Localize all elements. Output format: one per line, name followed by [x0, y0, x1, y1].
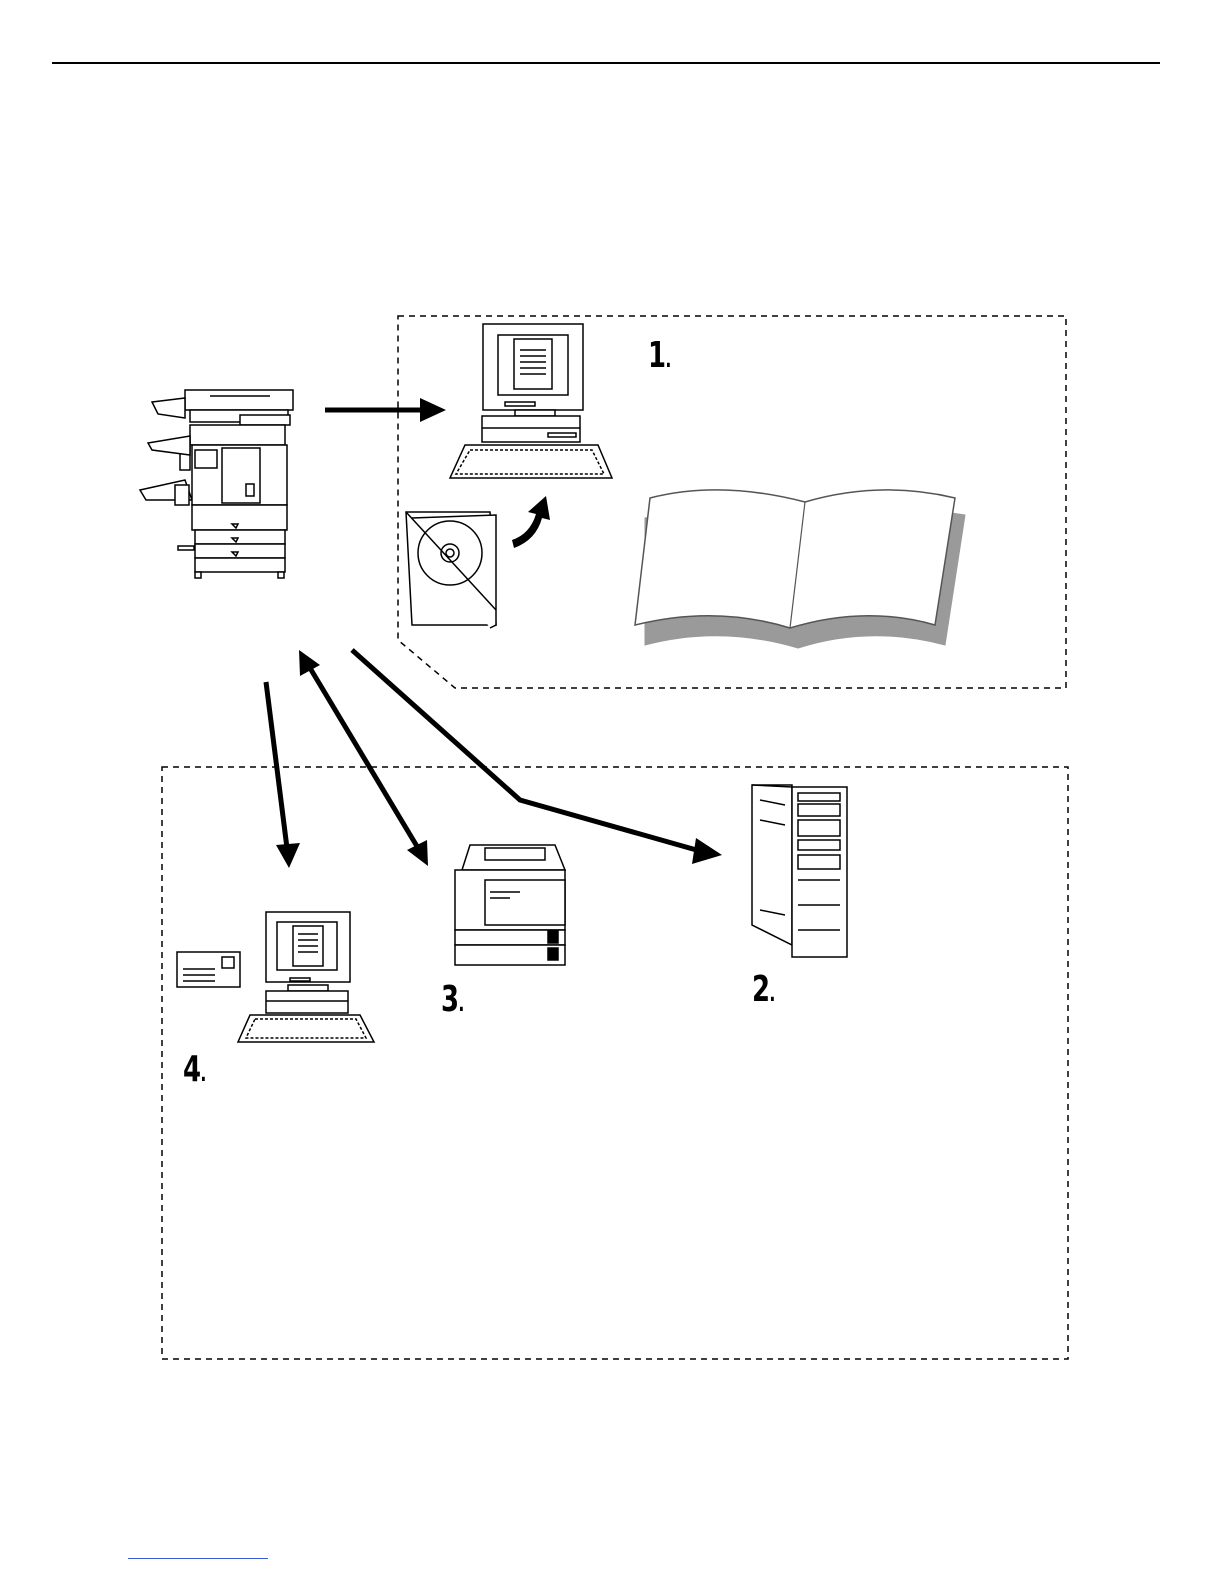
- arrowhead-pc: [420, 398, 446, 422]
- step-3-dot: .: [458, 992, 463, 1017]
- install-arrow: [512, 496, 550, 548]
- tower-server-icon: [752, 785, 847, 957]
- arrowhead-copier: [299, 650, 320, 676]
- step-3-label: 3.: [441, 982, 464, 1018]
- step-2-number: 2: [752, 969, 769, 1010]
- step-2-dot: .: [769, 982, 774, 1007]
- email-envelope-icon: [177, 952, 240, 987]
- step-1-dot: .: [665, 348, 670, 373]
- destinations-group-box: [162, 767, 1068, 1359]
- step-1-number: 1: [648, 335, 665, 376]
- arrow-to-email: [266, 682, 287, 848]
- step-2-label: 2.: [752, 972, 775, 1008]
- arrowhead-server: [692, 838, 722, 864]
- desktop-computer-icon: [450, 324, 612, 478]
- cd-rom-icon: [406, 512, 496, 628]
- step-4-label: 4.: [183, 1052, 206, 1088]
- arrowhead-email: [276, 843, 300, 868]
- footer-link-underline[interactable]: [128, 1558, 268, 1559]
- open-manual-icon: [635, 490, 965, 648]
- step-4-number: 4: [183, 1049, 200, 1090]
- multifunction-copier-icon: [140, 390, 293, 578]
- email-computer-icon: [238, 912, 374, 1042]
- laser-printer-icon: [455, 845, 565, 965]
- step-4-dot: .: [200, 1062, 205, 1087]
- step-1-label: 1.: [648, 338, 671, 374]
- step-3-number: 3: [441, 979, 458, 1020]
